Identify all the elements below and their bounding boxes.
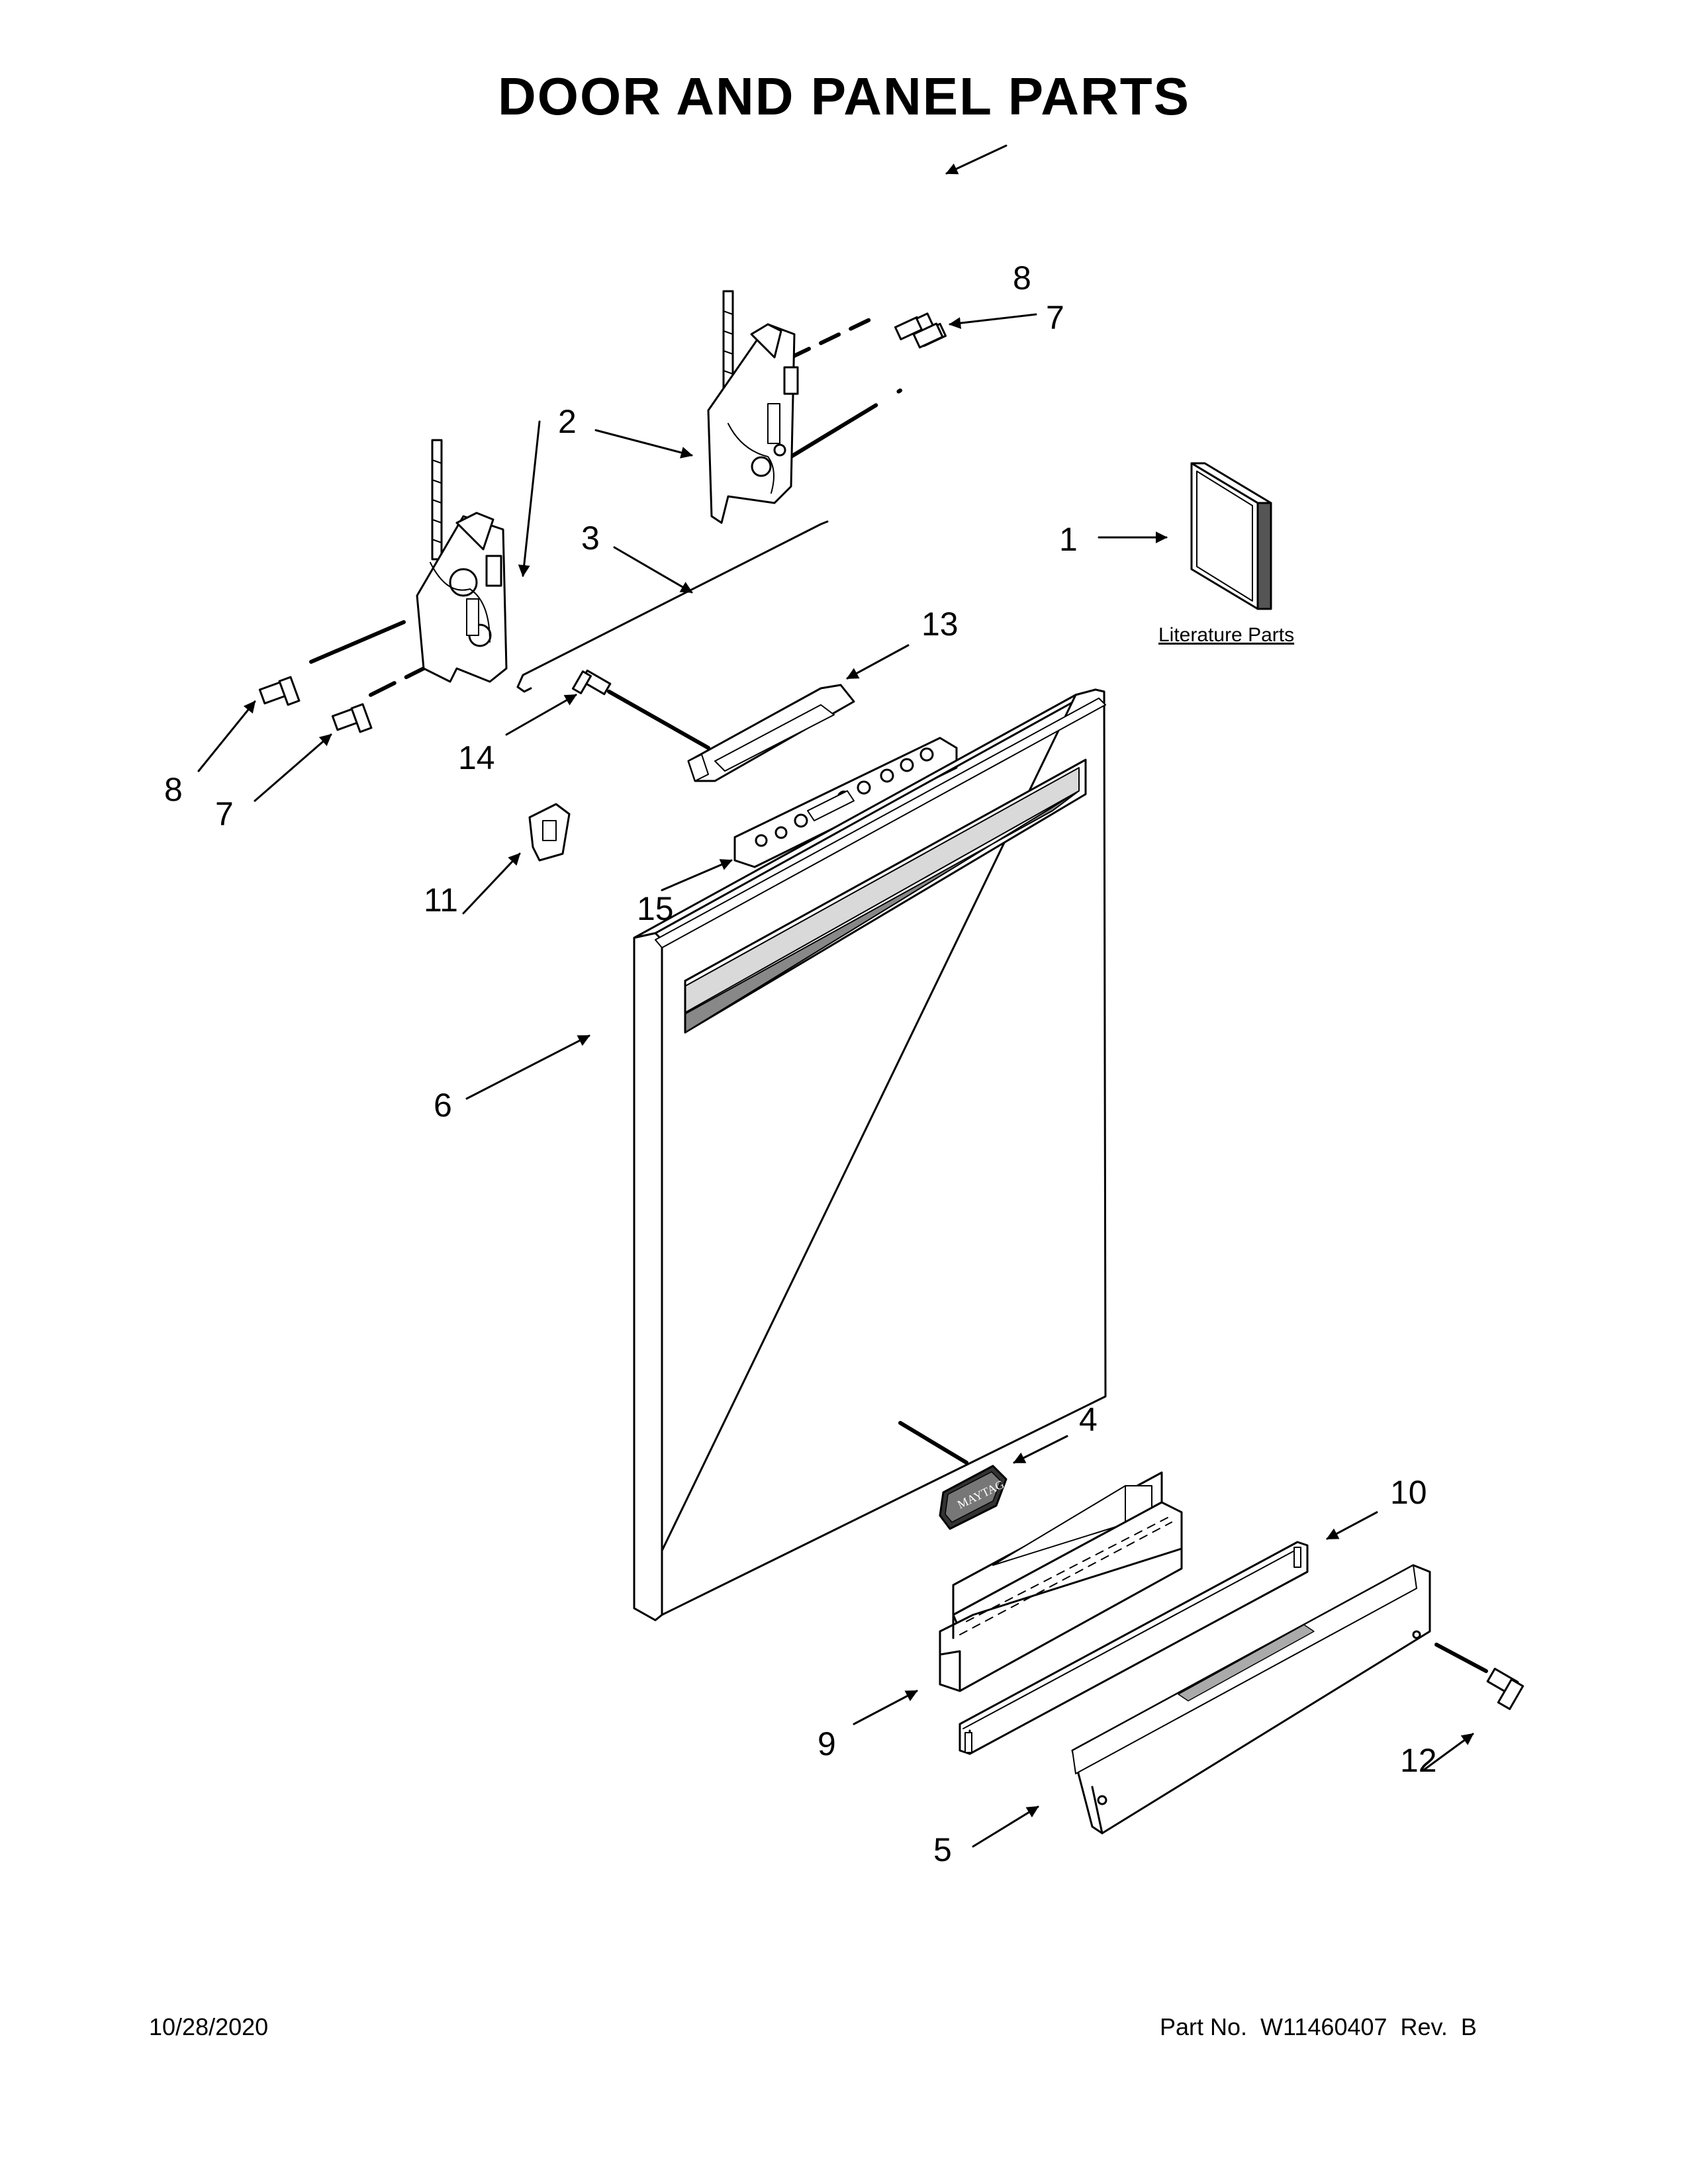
literature-parts-link[interactable]: Literature Parts xyxy=(1158,624,1295,646)
callout-7-top: 7 xyxy=(1046,299,1064,336)
callout-13: 13 xyxy=(921,606,959,643)
callout-6: 6 xyxy=(434,1087,452,1124)
door-panel xyxy=(633,688,1107,1621)
callout-10: 10 xyxy=(1390,1474,1427,1511)
door-rod xyxy=(516,520,829,693)
callout-14: 14 xyxy=(458,739,495,776)
maytag-badge: MAYTAG xyxy=(898,1421,1008,1530)
screw-12 xyxy=(1486,1667,1524,1710)
door-clip xyxy=(528,803,571,862)
callout-9: 9 xyxy=(818,1725,836,1762)
page-title: DOOR AND PANEL PARTS xyxy=(498,67,1190,126)
hinge-left xyxy=(416,439,508,683)
callout-8-top: 8 xyxy=(1013,259,1031,296)
callout-15: 15 xyxy=(637,890,674,927)
literature-booklet xyxy=(1190,462,1272,610)
callout-3: 3 xyxy=(581,520,600,557)
screw-7-left xyxy=(331,703,373,733)
screw-14 xyxy=(571,669,612,696)
vent-assembly xyxy=(687,684,855,782)
control-board xyxy=(733,737,958,868)
insulation-block xyxy=(939,1471,1183,1692)
kick-plate xyxy=(1071,1564,1431,1835)
leader-arrows xyxy=(197,144,1474,1848)
callout-2: 2 xyxy=(558,403,577,440)
callout-5: 5 xyxy=(933,1831,952,1868)
callout-7-left: 7 xyxy=(215,796,234,833)
toe-panel-strip xyxy=(959,1541,1309,1755)
callout-12: 12 xyxy=(1400,1742,1437,1779)
screw-8-top xyxy=(894,312,938,341)
callout-1: 1 xyxy=(1059,521,1078,558)
callout-11: 11 xyxy=(424,882,458,919)
callout-8-left: 8 xyxy=(164,771,183,808)
screw-8-left xyxy=(258,676,301,706)
footer-date: 10/28/2020 xyxy=(149,2013,269,2040)
screw-7-top-b xyxy=(912,322,944,349)
hinge-right xyxy=(707,290,799,524)
callout-4: 4 xyxy=(1079,1401,1098,1438)
footer-part-number: Part No. W11460407 Rev. B xyxy=(1160,2013,1477,2040)
